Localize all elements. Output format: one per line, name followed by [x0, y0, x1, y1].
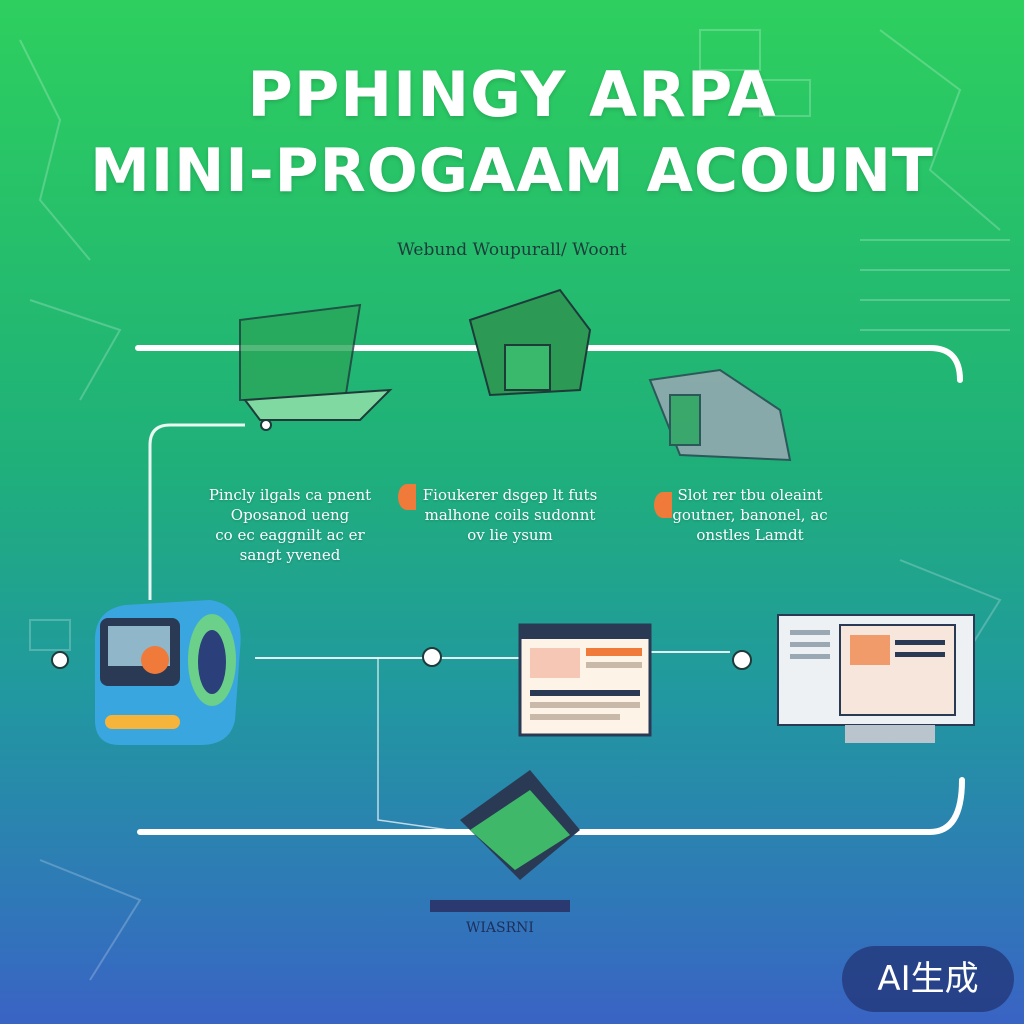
- step-caption-2: Fioukerer dsgep lt futs malhone coils su…: [422, 486, 598, 544]
- node-dot: [422, 647, 442, 667]
- browser-window-icon: [518, 623, 652, 737]
- page-title-line-2: MINI-PROGAAM ACOUNT: [90, 136, 934, 206]
- top-flow-line: [135, 345, 963, 383]
- device-icon: [648, 368, 792, 462]
- stack-icon: [430, 770, 580, 912]
- middle-flow-line: [255, 651, 730, 659]
- page-title-line-1: PPHINGY ARPA: [247, 58, 777, 131]
- diagram-subtitle: Webund Woupurall/ Woont: [397, 240, 627, 260]
- tablet-device-icon: [95, 600, 241, 745]
- node-dot: [51, 651, 69, 669]
- footer-label: WIASRNI: [466, 920, 534, 936]
- step-marker-icon: [654, 492, 672, 518]
- left-flow-line: [148, 423, 245, 600]
- printer-icon: [468, 288, 592, 397]
- node-dot: [732, 650, 752, 670]
- ai-generated-badge: AI生成: [842, 946, 1014, 1012]
- node-dot: [260, 419, 272, 431]
- step-caption-3: Slot rer tbu oleaint goutner, banonel, a…: [672, 486, 828, 544]
- bottom-flow-line: [137, 777, 965, 835]
- step-caption-1: Pincly ilgals ca pnent Oposanod ueng co …: [208, 486, 372, 564]
- laptop-icon: [239, 303, 393, 421]
- step-marker-icon: [398, 484, 416, 510]
- monitor-icon: [777, 614, 975, 743]
